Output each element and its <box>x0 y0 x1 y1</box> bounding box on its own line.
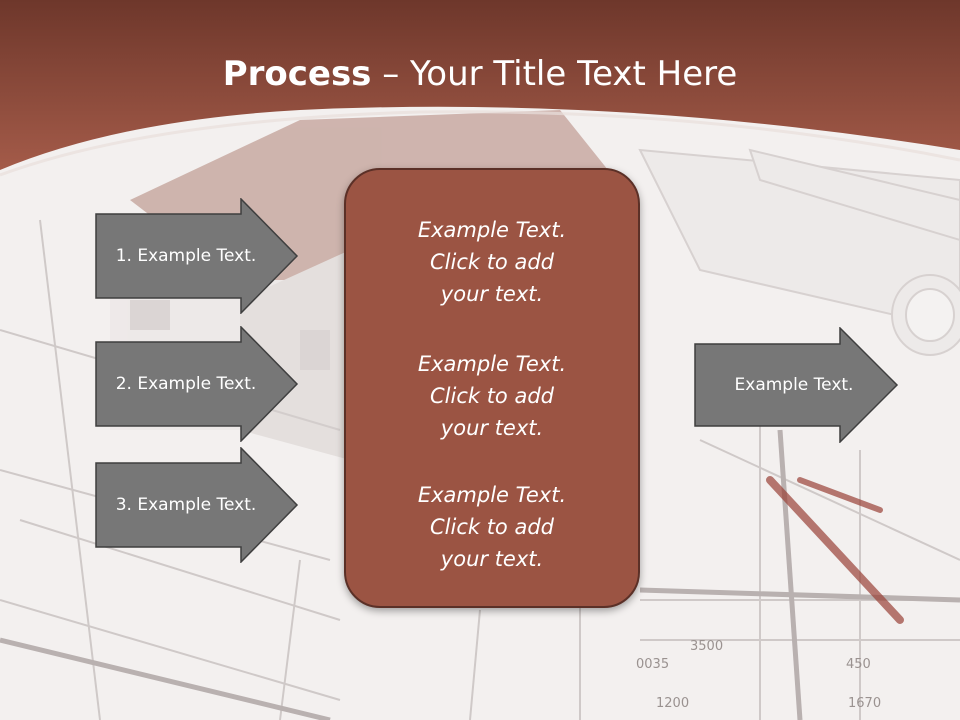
output-arrow-label: Example Text. <box>734 375 854 395</box>
input-arrow-3[interactable]: 3. Example Text. <box>95 447 299 563</box>
input-arrow-label: 3. Example Text. <box>115 495 257 515</box>
center-text-block-3[interactable]: Example Text. Click to add your text. <box>417 483 567 571</box>
center-text-block-1[interactable]: Example Text. Click to add your text. <box>417 218 567 306</box>
title-bold: Process <box>222 54 372 94</box>
svg-text:3500: 3500 <box>690 639 723 654</box>
process-center-box[interactable]: Example Text. Click to add your text. Ex… <box>344 168 640 608</box>
output-arrow[interactable]: Example Text. <box>694 327 900 443</box>
input-arrow-label: 1. Example Text. <box>115 246 257 266</box>
title-rest: – Your Title Text Here <box>371 54 738 94</box>
input-arrow-label: 2. Example Text. <box>115 374 257 394</box>
svg-text:450: 450 <box>846 657 871 672</box>
input-arrow-1[interactable]: 1. Example Text. <box>95 198 299 314</box>
center-text-block-2[interactable]: Example Text. Click to add your text. <box>417 352 567 440</box>
input-arrow-2[interactable]: 2. Example Text. <box>95 326 299 442</box>
svg-text:1670: 1670 <box>848 696 881 711</box>
header-band <box>0 0 960 177</box>
slide-title[interactable]: Process – Your Title Text Here <box>0 52 960 96</box>
svg-text:0035: 0035 <box>636 657 669 672</box>
svg-text:1200: 1200 <box>656 696 689 711</box>
